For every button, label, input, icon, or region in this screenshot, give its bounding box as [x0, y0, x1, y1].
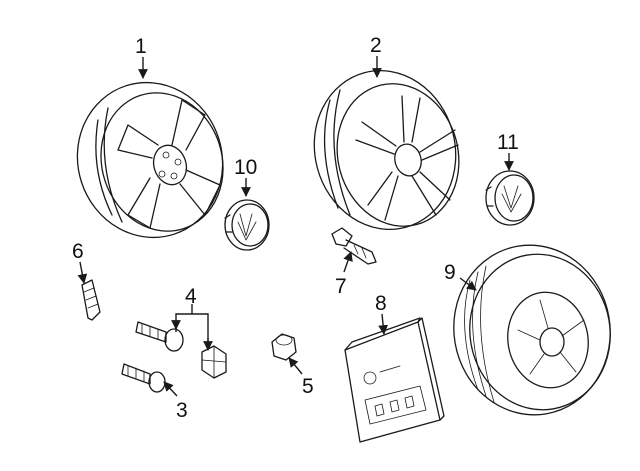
valve-stem-6-illustration	[81, 279, 101, 321]
callout-1: 1	[135, 35, 147, 58]
center-cap-11-illustration	[485, 170, 535, 226]
callout-6: 6	[72, 240, 84, 263]
callout-8: 8	[375, 292, 387, 315]
leader-9	[459, 277, 477, 291]
callout-3: 3	[176, 399, 188, 422]
leader-5	[288, 357, 303, 375]
callout-5: 5	[302, 375, 314, 398]
lock-kit-box-8-illustration	[344, 317, 445, 443]
tire-assembly-9-illustration	[453, 244, 611, 416]
lug-nut-4-illustration	[201, 345, 227, 379]
center-cap-10-illustration	[224, 199, 270, 251]
callout-9: 9	[444, 261, 456, 284]
wheel-2-illustration	[313, 69, 460, 231]
leader-6	[77, 261, 88, 284]
wheel-1-illustration	[76, 81, 224, 239]
leader-lines	[77, 56, 514, 397]
callout-7: 7	[335, 275, 347, 298]
leader-8	[378, 313, 388, 335]
leader-7	[343, 251, 353, 273]
leader-3	[163, 381, 178, 397]
callout-4: 4	[185, 285, 197, 308]
wheel-bolt-3-illustration	[121, 363, 166, 393]
callout-labels: 1 2 3 4 5 6 7 8 9 10 11	[72, 34, 519, 422]
pressure-sensor-7-illustration	[331, 227, 377, 265]
lock-nut-5-illustration	[271, 333, 297, 361]
leader-4-bracket	[175, 313, 209, 349]
callout-10: 10	[234, 156, 257, 179]
callout-2: 2	[370, 34, 382, 57]
callout-11: 11	[497, 131, 519, 154]
